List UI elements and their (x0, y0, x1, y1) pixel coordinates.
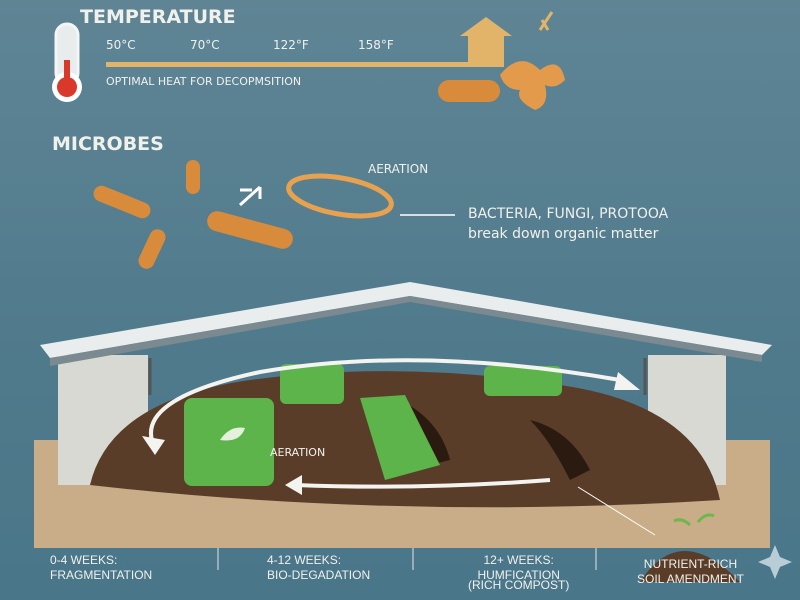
stage-label: 0-4 WEEKS: FRAGMENTATION (50, 553, 152, 583)
stage-name: BIO-DEGADATION (267, 568, 371, 582)
stage-name: HUMFICATION (477, 568, 560, 582)
stage-time: 4-12 WEEKS: (267, 553, 342, 567)
stage-time: 0-4 WEEKS: (50, 553, 118, 567)
stage-time: 12+ WEEKS: (483, 553, 554, 567)
soil-mound (640, 551, 740, 582)
temp-tick: 122°F (273, 38, 309, 52)
temp-tick: 50°C (106, 38, 136, 52)
stage-label: NUTRIENT-RICH SOIL AMENDMENT (637, 557, 744, 587)
stage-result: SOIL AMENDMENT (637, 572, 744, 586)
roof (40, 282, 772, 395)
stage-label: 4-12 WEEKS: BIO-DEGADATION (267, 553, 370, 583)
stage-name: FRAGMENTATION (50, 568, 153, 582)
temp-tick: 158°F (358, 38, 394, 52)
thermometer-icon (52, 22, 82, 102)
stage-note: (RICH COMPOST) (468, 578, 570, 592)
temperature-title: TEMPERATURE (80, 6, 236, 28)
temperature-caption: OPTIMAL HEAT FOR DECOPMSITION (106, 75, 302, 88)
temp-tick: 70°C (190, 38, 220, 52)
stage-dividers (217, 548, 597, 570)
stage-result: NUTRIENT-RICH (643, 557, 738, 571)
aeration-cycle-arrows (148, 358, 621, 489)
microbes-description: BACTERIA, FUNGI, PROTOOA (468, 206, 669, 222)
green-bags (184, 364, 562, 486)
sparkle-icon (758, 545, 792, 579)
microbes-aeration-label: AERATION (368, 162, 429, 176)
microbes-description: break down organic matter (468, 226, 659, 242)
microbes-title: MICROBES (52, 133, 164, 155)
pile-aeration-label: AERATION (270, 446, 326, 459)
microbe-illustration (93, 11, 565, 269)
heat-scale-bar (106, 17, 512, 67)
stage-label: 12+ WEEKS: HUMFICATION (RICH COMPOST) (468, 553, 569, 593)
